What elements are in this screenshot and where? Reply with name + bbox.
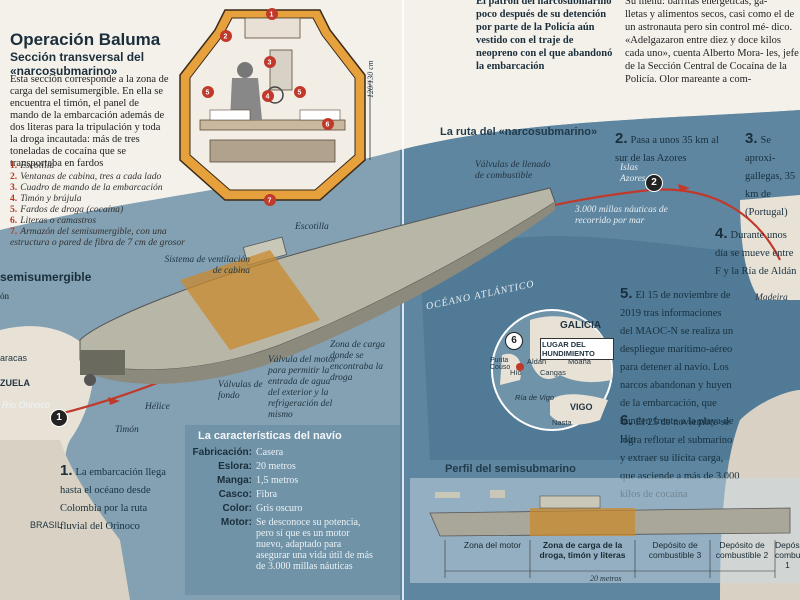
legend-item: 2.Ventanas de cabina, tres a cada lado (10, 171, 162, 182)
step-3: 3.Se aproxi- gallegas, 35 km de (Portuga… (745, 130, 796, 218)
label-timon: Timón (115, 425, 139, 435)
step-1-marker: 1 (50, 407, 68, 427)
map-brasil: BRASIL (30, 520, 63, 530)
spec-row: Fabricación:Casera (192, 447, 284, 458)
label-semisumergible: semisumergible (0, 270, 92, 284)
profile-zone-tank2: Depósito de combustible 2 (715, 540, 769, 560)
map-ria: Ría de Vigo (515, 393, 555, 402)
profile-zone-tank1: Depósi combus 1 (775, 540, 800, 570)
marker-1: 1 (270, 12, 274, 19)
map-punta: Punta Couso (490, 357, 511, 371)
profile-cargo-zone (530, 508, 635, 536)
marker-5: 5 (206, 90, 210, 97)
cargo-zone (180, 250, 320, 350)
cross-section-diagram: 1 2 3 4 5 5 6 7 (179, 8, 371, 206)
marker-7: 7 (268, 198, 272, 205)
submarine-illustration (79, 187, 556, 386)
route-title: La ruta del «narcosubmarino» (440, 126, 598, 138)
map-rio-orinoco: Río Orinoco (2, 400, 51, 410)
label-azores: Islas Azores (620, 163, 646, 184)
spec-row: Casco:Fibra (218, 489, 278, 500)
profile-zone-cargo: Zona de carga de la droga, timón y liter… (539, 540, 626, 560)
intro-text: Esta sección corresponde a la zona de ca… (10, 74, 169, 169)
marker-5b: 5 (298, 90, 302, 97)
map-vigo: VIGO (570, 402, 593, 412)
label-valvulas-fondo: Válvulas de fondo (218, 380, 263, 401)
map-hio: Hío (510, 368, 522, 377)
map-caracas: aracas (0, 353, 28, 363)
label-ventilacion: Sistema de ventilación de cabina (164, 255, 250, 276)
map-venezuela: ZUELA (0, 378, 30, 388)
marker-3: 3 (268, 60, 272, 67)
specs-title: La características del navío (198, 430, 342, 442)
step-4: 4.Durante unos día se mueve entre F y la… (715, 225, 797, 277)
label-helice: Hélice (145, 402, 170, 412)
step-5: 5.El 15 de noviembre de 2019 tras inform… (620, 285, 734, 445)
step-1: 1.La embarcación llega hasta el océano d… (60, 462, 166, 532)
map-nasta: Nasta (552, 418, 572, 427)
profile-length: 20 metros (590, 574, 622, 583)
label-combustible: Válvulas de llenado de combustible (475, 160, 551, 181)
specs-table: Fabricación:Casera Eslora:20 metros Mang… (190, 447, 400, 572)
profile-diagram (410, 478, 800, 583)
mid-col-text: poco después de su detención por parte d… (476, 9, 613, 72)
legend-item: 6.Literas o camastros (10, 215, 97, 226)
label-madeira: Madeira (755, 293, 788, 303)
profile-title: Perfil del semisubmarino (445, 463, 576, 475)
page-subtitle: Sección transversal del «narcosubmarino» (10, 50, 145, 78)
right-col-top: Su menú: barritas energéticas, ga- (625, 0, 768, 7)
label-semisumergible-sub: ón (0, 291, 9, 301)
label-carga: Zona de carga donde se encontraba la dro… (330, 340, 386, 383)
map-aldan: Aldán (527, 357, 547, 366)
step-6-marker: 6 (505, 330, 523, 350)
step-2: 2.Pasa a unos 35 km al sur de las Azores (615, 130, 719, 164)
step-2-marker: 2 (645, 172, 663, 192)
marker-6: 6 (326, 122, 330, 129)
spec-row: Motor:Se desconoce su potencia, pero sí … (220, 517, 373, 572)
right-col-text: lletas y alimentos secos, casi como el d… (625, 9, 799, 85)
specs-panel-bg (185, 425, 400, 595)
legend-item: 7.Armazón del semisumergible, con una es… (10, 226, 185, 248)
legend-item: 1.Escotilla (10, 160, 55, 171)
label-escotilla: Escotilla (295, 222, 329, 232)
profile-zone-engine: Zona del motor (463, 540, 522, 550)
spec-row: Manga:1,5 metros (217, 475, 299, 486)
map-lugar: LUGAR DEL HUNDIMIENTO (540, 338, 614, 360)
marker-4: 4 (266, 94, 270, 101)
legend: 1.Escotilla 2.Ventanas de cabina, tres a… (10, 160, 190, 248)
profile-zone-tank3: Depósito de combustible 3 (648, 540, 702, 560)
map-moana: Moaña (568, 357, 591, 366)
dimension-label: 120/130 cm (366, 60, 375, 98)
spec-row: Color:Gris oscuro (222, 503, 303, 514)
label-distance: 3.000 millas náuticas de recorrido por m… (575, 205, 668, 226)
spec-row: Eslora:20 metros (218, 461, 296, 472)
legend-item: 5.Fardos de droga (cocaína) (10, 204, 124, 215)
legend-item: 3.Cuadro de mando de la embarcación (10, 182, 163, 193)
legend-item: 4.Timón y brújula (10, 193, 82, 204)
map-cangas: Cangas (540, 368, 566, 377)
page-title: Operación Baluma (10, 30, 161, 49)
marker-2: 2 (224, 34, 228, 41)
label-valvula-motor: Válvula del motor para permitir la entra… (268, 355, 337, 420)
mid-col-top: El patrón del narcosubmarino (476, 0, 612, 7)
map-galicia: GALICIA (560, 320, 602, 331)
